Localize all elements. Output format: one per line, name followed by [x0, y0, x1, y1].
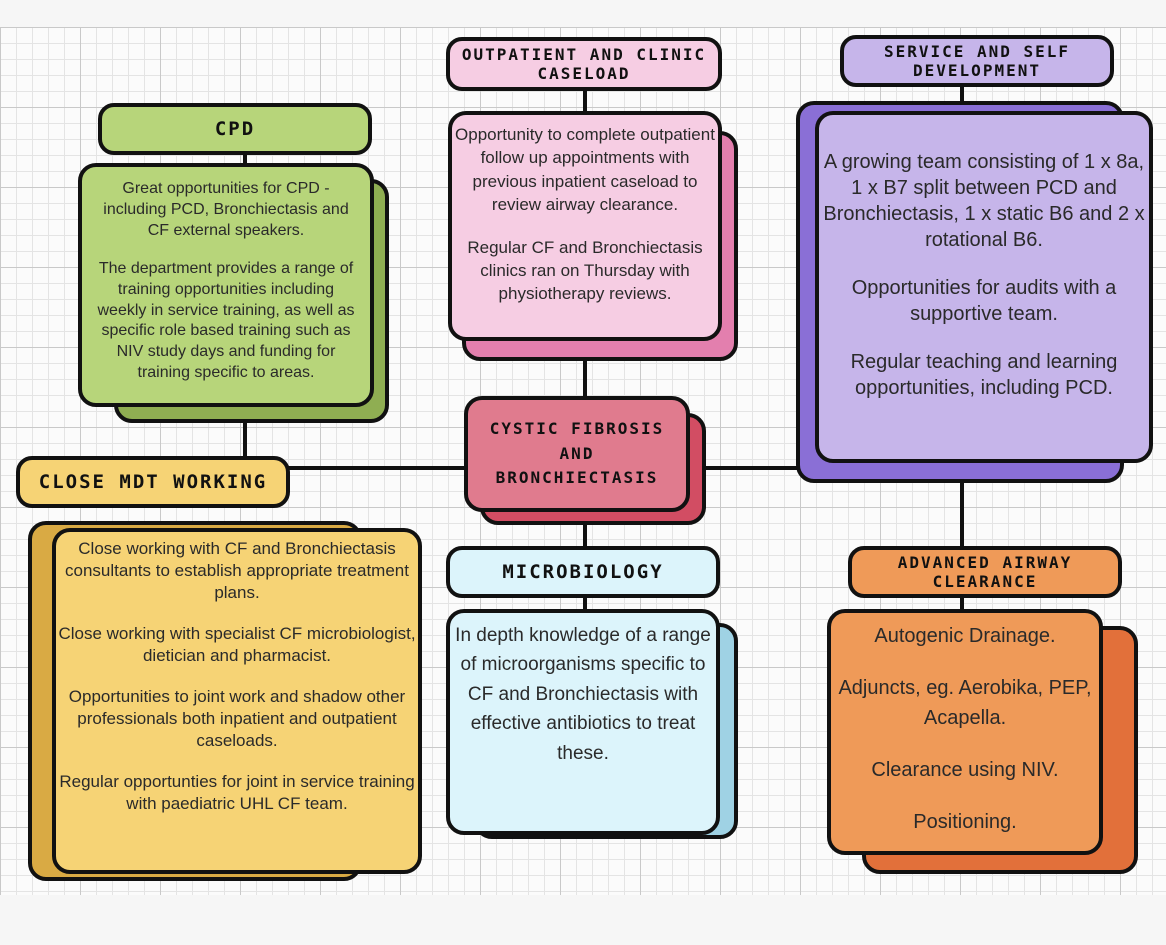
- airway-text-1: Autogenic Drainage.: [874, 625, 1056, 647]
- mdt-text-3: Opportunities to joint work and shadow o…: [68, 686, 406, 751]
- cpd-text-1: Great opportunities for CPD - including …: [103, 180, 349, 239]
- service-title: SERVICE AND SELF DEVELOPMENT: [840, 35, 1114, 87]
- service-text-3: Regular teaching and learning opportunit…: [850, 351, 1118, 399]
- center-node-text: CYSTIC FIBROSIS AND BRONCHIECTASIS: [489, 418, 665, 488]
- micro-card: In depth knowledge of a range of microor…: [446, 609, 720, 835]
- cpd-title: CPD: [98, 103, 372, 155]
- connector-micro-bottom: [583, 597, 587, 611]
- cpd-text-2: The department provides a range of train…: [97, 259, 355, 381]
- micro-title-text: MICROBIOLOGY: [502, 560, 664, 583]
- service-title-text: SERVICE AND SELF DEVELOPMENT: [883, 41, 1071, 80]
- micro-text-1: In depth knowledge of a range of microor…: [455, 625, 711, 764]
- connector-outpatient-center: [583, 357, 587, 397]
- mdt-text-1: Close working with CF and Bronchiectasis…: [65, 539, 409, 603]
- cpd-title-text: CPD: [214, 117, 256, 140]
- connector-service-bottom: [960, 482, 964, 550]
- service-text-2: Opportunities for audits with a supporti…: [851, 277, 1117, 325]
- mdt-text-4: Regular opportunties for joint in servic…: [59, 771, 415, 813]
- mdt-card: Close working with CF and Bronchiectasis…: [52, 528, 422, 874]
- airway-text-4: Positioning.: [913, 811, 1017, 833]
- service-card: A growing team consisting of 1 x 8a, 1 x…: [815, 111, 1153, 463]
- outpatient-card: Opportunity to complete outpatient follo…: [448, 111, 722, 341]
- micro-title: MICROBIOLOGY: [446, 546, 720, 598]
- mind-map-canvas: CPD Great opportunities for CPD - includ…: [0, 27, 1166, 895]
- connector-cpd: [243, 405, 247, 485]
- airway-title: ADVANCED AIRWAY CLEARANCE: [848, 546, 1122, 598]
- outpatient-text-1: Opportunity to complete outpatient follo…: [455, 125, 715, 215]
- mdt-text-2: Close working with specialist CF microbi…: [58, 623, 416, 666]
- outpatient-title-text: OUTPATIENT AND CLINIC CASELOAD: [461, 44, 707, 83]
- airway-card: Autogenic Drainage. Adjuncts, eg. Aerobi…: [827, 609, 1103, 855]
- cpd-card: Great opportunities for CPD - including …: [78, 163, 374, 407]
- connector-cpd-title: [243, 152, 247, 168]
- airway-title-text: ADVANCED AIRWAY CLEARANCE: [897, 552, 1073, 591]
- connector-service-top: [960, 85, 964, 105]
- outpatient-title: OUTPATIENT AND CLINIC CASELOAD: [446, 37, 722, 91]
- connector-outpatient-top: [583, 89, 587, 113]
- mdt-title: CLOSE MDT WORKING: [16, 456, 290, 508]
- outpatient-text-2: Regular CF and Bronchiectasis clinics ra…: [467, 237, 703, 304]
- mdt-title-text: CLOSE MDT WORKING: [38, 470, 268, 493]
- connector-airway-bottom: [960, 595, 964, 611]
- service-text-1: A growing team consisting of 1 x 8a, 1 x…: [823, 151, 1145, 251]
- airway-text-2: Adjuncts, eg. Aerobika, PEP, Acapella.: [838, 677, 1092, 729]
- airway-text-3: Clearance using NIV.: [871, 759, 1059, 781]
- connector-micro-top: [583, 517, 587, 547]
- center-node: CYSTIC FIBROSIS AND BRONCHIECTASIS: [464, 396, 690, 512]
